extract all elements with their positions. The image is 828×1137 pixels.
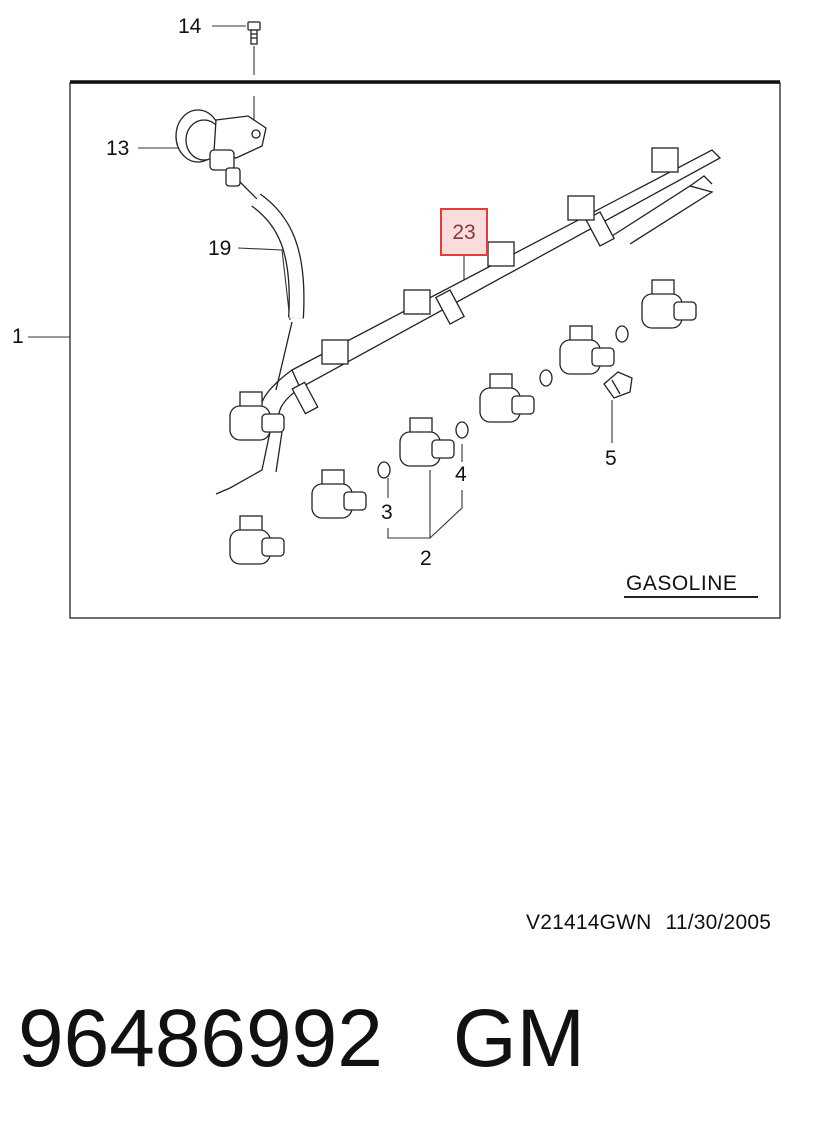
part-number: 96486992: [18, 993, 383, 1084]
callout-14[interactable]: 14: [178, 15, 202, 38]
fuel-type-label: GASOLINE: [626, 572, 738, 595]
bolt: [247, 21, 261, 45]
leader-lines: [28, 25, 613, 539]
o-rings: [377, 325, 629, 479]
callout-2[interactable]: 2: [420, 547, 432, 570]
highlight-box: [440, 208, 488, 256]
fuel-type-underline: [624, 596, 758, 598]
diagram-code: V21414GWN: [526, 911, 652, 934]
callout-1[interactable]: 1: [12, 325, 24, 348]
fuel-injectors: [229, 279, 697, 565]
callout-5[interactable]: 5: [605, 447, 617, 470]
callout-3[interactable]: 3: [381, 501, 393, 524]
diagram-date: 11/30/2005: [665, 911, 772, 934]
callout-13[interactable]: 13: [106, 137, 130, 160]
fuel-rail: [215, 147, 722, 495]
pressure-regulator: [175, 109, 267, 187]
fuel-hose: [239, 181, 305, 391]
callout-23[interactable]: 23: [452, 221, 476, 244]
callout-4[interactable]: 4: [455, 463, 467, 486]
callout-19[interactable]: 19: [208, 237, 232, 260]
retaining-clip: [603, 371, 633, 399]
fuel-rail-exploded-diagram: [28, 21, 781, 619]
brand-name: GM: [452, 993, 585, 1084]
diagram-reference: V21414GWN 11/30/2005: [526, 911, 771, 935]
